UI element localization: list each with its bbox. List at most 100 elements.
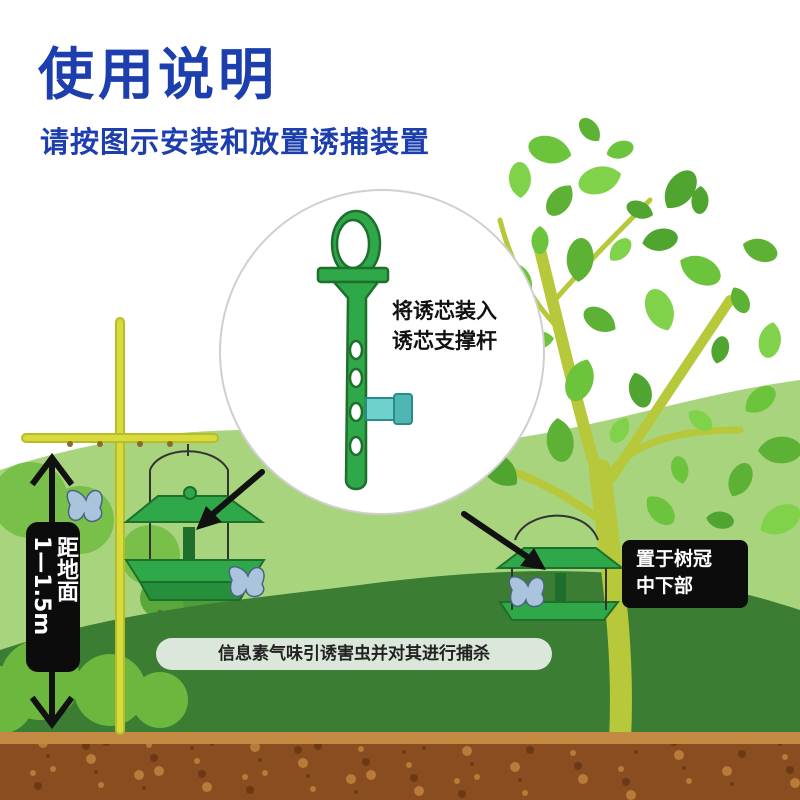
leaf	[691, 186, 709, 214]
pebble	[198, 770, 206, 778]
lure-rod	[316, 209, 390, 491]
leaf	[578, 117, 600, 141]
pebble	[50, 766, 56, 772]
pebble	[454, 778, 460, 784]
leaf	[545, 185, 573, 216]
pebble	[790, 778, 800, 788]
leaf	[531, 226, 549, 254]
leaf	[609, 417, 630, 443]
pebble	[782, 754, 788, 760]
pebble	[34, 782, 42, 790]
leaf	[728, 463, 753, 497]
pebble	[250, 742, 260, 752]
leaf	[711, 336, 730, 364]
leaf	[583, 306, 616, 332]
pebble	[406, 762, 412, 768]
page-subtitle: 请按图示安装和放置诱捕装置	[40, 125, 431, 159]
tree-foliage	[435, 117, 800, 535]
pebble	[194, 758, 200, 764]
pebble	[618, 766, 624, 772]
canopy-label: 置于树冠 中下部	[622, 540, 748, 608]
height-label-line-1: 距地面	[53, 536, 78, 602]
lure-install-label: 将诱芯装入 诱芯支撑杆	[392, 296, 497, 356]
pebble	[518, 778, 522, 782]
pebble	[786, 766, 794, 774]
lure-install-line-1: 将诱芯装入	[392, 299, 497, 323]
height-label-line-2: 1—1.5m	[29, 536, 54, 636]
pebble	[306, 774, 310, 778]
lure-effect-caption: 信息素气味引诱害虫并对其进行捕杀	[156, 638, 552, 670]
pebble	[578, 774, 588, 784]
leaf	[606, 140, 634, 159]
leaf	[609, 238, 632, 261]
pebble	[686, 778, 692, 784]
pebble	[730, 782, 734, 786]
pebble	[410, 774, 418, 782]
pole-trap	[123, 444, 266, 601]
pebble	[294, 746, 302, 754]
pebble	[402, 750, 406, 754]
pebble	[622, 778, 630, 786]
leaf	[628, 372, 652, 408]
lure-install-line-2: 诱芯支撑杆	[392, 329, 497, 353]
leaf	[680, 255, 721, 286]
page-title: 使用说明	[38, 43, 278, 108]
leaf	[565, 359, 594, 402]
pebble	[570, 750, 576, 756]
pebble	[30, 770, 36, 776]
pebble	[510, 762, 520, 772]
pebble	[462, 746, 472, 756]
pebble	[526, 746, 534, 754]
pebble	[634, 750, 638, 754]
leaf	[706, 511, 734, 529]
soil-band	[0, 732, 800, 744]
pebble	[154, 766, 164, 776]
leaf	[566, 238, 594, 282]
leaf	[509, 162, 531, 198]
leaf	[760, 504, 800, 535]
soil-pebbles	[0, 732, 800, 800]
yellow-pole	[21, 317, 219, 735]
pebble	[362, 758, 370, 766]
pebble	[354, 790, 358, 794]
pebble	[574, 762, 582, 770]
pebble	[682, 766, 686, 770]
pebble	[258, 758, 262, 762]
leaf	[644, 289, 674, 331]
leaf	[671, 456, 689, 484]
pebble	[458, 790, 466, 798]
pebble	[474, 774, 480, 780]
pebble	[150, 754, 158, 762]
pebble	[94, 770, 98, 774]
leaf	[642, 228, 678, 251]
tree-trap	[495, 514, 625, 621]
canopy-label-line-2: 中下部	[636, 575, 694, 597]
pebble	[422, 746, 426, 750]
leaf	[626, 200, 654, 219]
pebble	[358, 746, 364, 752]
detail-circle	[219, 189, 545, 515]
pebble	[202, 782, 212, 792]
leaf	[730, 287, 750, 314]
canopy-label-line-1: 置于树冠	[636, 548, 713, 570]
leaf	[758, 436, 800, 464]
pebble	[142, 786, 146, 790]
pebble	[414, 786, 424, 796]
leaf	[758, 322, 781, 358]
height-label: 距地面 1—1.5m	[26, 522, 80, 672]
pebble	[298, 758, 308, 768]
pebble	[262, 770, 268, 776]
leaf	[646, 496, 675, 525]
pebble	[626, 790, 636, 800]
pebble	[242, 774, 248, 780]
pebble	[366, 770, 376, 780]
pointer-arrow-icon	[196, 469, 546, 570]
pebble	[674, 750, 684, 760]
leaf	[665, 170, 697, 209]
leaf	[742, 238, 778, 263]
pebble	[46, 754, 50, 758]
pebble	[738, 750, 746, 758]
pebble	[310, 786, 316, 792]
pebble	[246, 786, 254, 794]
